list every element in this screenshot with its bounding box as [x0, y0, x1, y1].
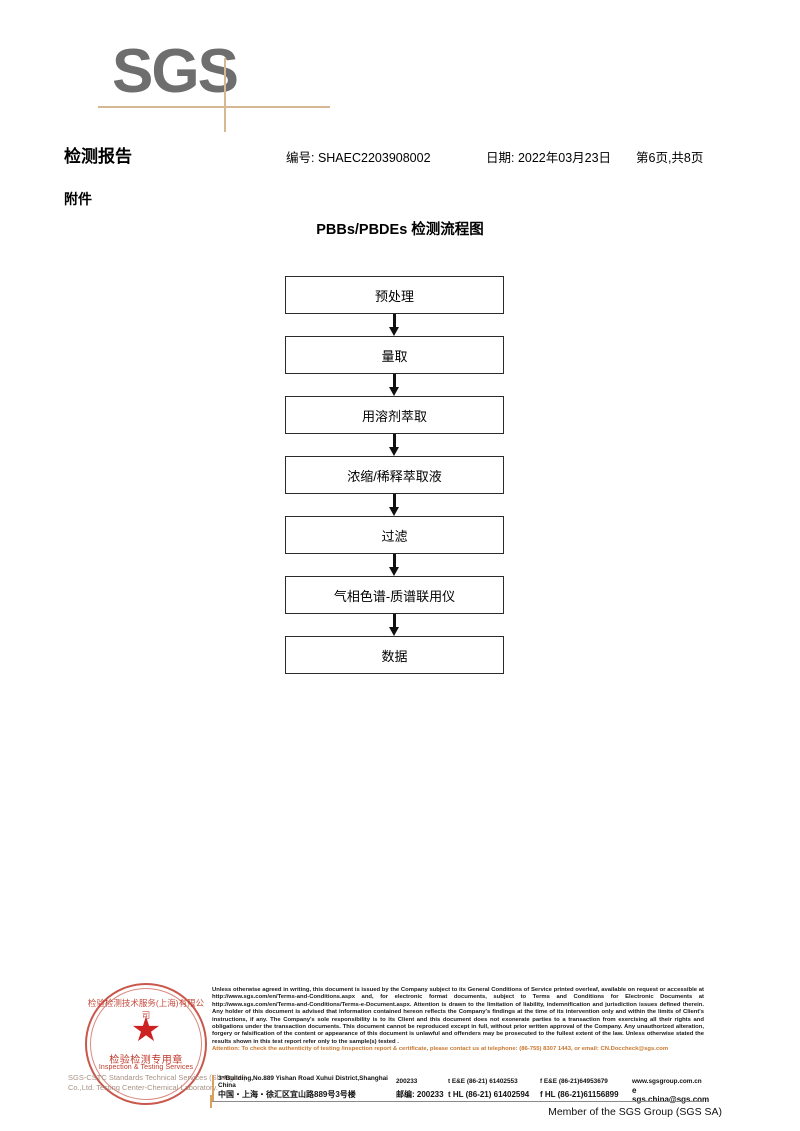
- flow-arrow-2: [285, 374, 504, 396]
- logo-horizontal-rule: [98, 106, 330, 108]
- arrow-shaft: [393, 314, 396, 329]
- telephone-hl: t HL (86-21) 61402594: [448, 1090, 530, 1099]
- document-header: 检测报告 编号: SHAEC2203908002 日期: 2022年03月23日…: [64, 142, 744, 209]
- sgs-logo: SGS: [98, 37, 352, 132]
- flow-arrow-5: [285, 554, 504, 576]
- arrow-head-icon: [389, 507, 399, 516]
- address-row-chinese: 中国・上海・徐汇区宜山路889号3号楼 邮编: 200233 t HL (86-…: [218, 1086, 709, 1104]
- attachment-label: 附件: [64, 191, 92, 207]
- arrow-shaft: [393, 614, 396, 629]
- flow-step-3: 用溶剂萃取: [285, 396, 504, 434]
- flow-arrow-6: [285, 614, 504, 636]
- document-header-row: 检测报告 编号: SHAEC2203908002 日期: 2022年03月23日…: [64, 142, 744, 167]
- flow-step-label: 浓缩/稀释萃取液: [285, 456, 504, 494]
- flow-step-1: 预处理: [285, 276, 504, 314]
- flow-arrow-1: [285, 314, 504, 336]
- flowchart-title: PBBs/PBDEs 检测流程图: [316, 222, 484, 238]
- footer-divider: [212, 1101, 704, 1102]
- flow-arrow-4: [285, 494, 504, 516]
- seal-arc-text: 检验检测技术服务(上海)有限公司: [87, 998, 205, 1020]
- flow-arrow-3: [285, 434, 504, 456]
- address-row-english: 3ʳᵈBuilding,No.889 Yishan Road Xuhui Dis…: [218, 1074, 704, 1089]
- footer-corner-tick: [210, 1095, 212, 1108]
- email-link[interactable]: e sgs.china@sgs.com: [632, 1085, 710, 1104]
- seal-english-text: Inspection & Testing Services: [98, 1064, 194, 1071]
- flow-step-2: 量取: [285, 336, 504, 374]
- flow-step-label: 量取: [285, 336, 504, 374]
- arrow-shaft: [393, 554, 396, 569]
- arrow-shaft: [393, 374, 396, 389]
- page-indicator: 第6页,共8页: [636, 151, 704, 165]
- seal-inner-ring: [90, 988, 202, 1100]
- arrow-head-icon: [389, 447, 399, 456]
- star-icon: ★: [130, 1011, 162, 1049]
- attention-notice: Attention: To check the authenticity of …: [212, 1046, 669, 1053]
- sgs-group-member-note: Member of the SGS Group (SGS SA): [548, 1106, 722, 1118]
- legal-terms-text: Unless otherwise agreed in writing, this…: [212, 987, 704, 1054]
- flow-step-5: 过滤: [285, 516, 504, 554]
- address-english: 3ʳᵈBuilding,No.889 Yishan Road Xuhui Dis…: [218, 1074, 388, 1089]
- arrow-head-icon: [389, 627, 399, 636]
- website-link[interactable]: www.sgsgroup.com.cn: [632, 1078, 702, 1085]
- arrow-head-icon: [389, 567, 399, 576]
- flow-step-label: 气相色谱-质谱联用仪: [285, 576, 504, 614]
- address-block: 3ʳᵈBuilding,No.889 Yishan Road Xuhui Dis…: [212, 1074, 709, 1104]
- sgs-logo-text: SGS: [112, 37, 239, 106]
- arrow-head-icon: [389, 327, 399, 336]
- address-chinese: 中国・上海・徐汇区宜山路889号3号楼: [218, 1090, 356, 1099]
- flow-step-6: 气相色谱-质谱联用仪: [285, 576, 504, 614]
- logo-vertical-rule: [224, 58, 226, 132]
- seal-outer-ring: [85, 983, 207, 1105]
- inspection-seal-stamp: 检验检测技术服务(上海)有限公司 ★ 检验检测专用章 Inspection & …: [85, 983, 207, 1105]
- fax-hl: f HL (86-21)61156899: [540, 1090, 619, 1099]
- report-number: 编号: SHAEC2203908002: [286, 151, 431, 165]
- arrow-shaft: [393, 494, 396, 509]
- flow-step-label: 过滤: [285, 516, 504, 554]
- arrow-head-icon: [389, 387, 399, 396]
- flowchart: 预处理 量取 用溶剂萃取 浓缩/稀释萃取液 过滤 气相色谱-质谱联用仪 数据: [285, 276, 504, 674]
- arrow-shaft: [393, 434, 396, 449]
- postcode-chinese: 邮编: 200233: [396, 1090, 444, 1099]
- flow-step-label: 数据: [285, 636, 504, 674]
- flow-step-label: 用溶剂萃取: [285, 396, 504, 434]
- postcode-english: 200233: [396, 1078, 418, 1085]
- page-title: 检测报告: [64, 147, 132, 166]
- legal-paragraph: Unless otherwise agreed in writing, this…: [212, 987, 704, 1045]
- fax-ee: f E&E (86-21)64953679: [540, 1078, 608, 1085]
- flow-step-7: 数据: [285, 636, 504, 674]
- document-footer: 检验检测技术服务(上海)有限公司 ★ 检验检测专用章 Inspection & …: [0, 975, 800, 1131]
- seal-chinese-text: 检验检测专用章: [109, 1055, 183, 1066]
- flow-step-4: 浓缩/稀释萃取液: [285, 456, 504, 494]
- telephone-ee: t E&E (86-21) 61402553: [448, 1078, 518, 1085]
- report-date: 日期: 2022年03月23日: [486, 151, 612, 165]
- seal-watermark-text: SGS-CSTC Standards Technical Services (S…: [68, 1073, 246, 1092]
- flow-step-label: 预处理: [285, 276, 504, 314]
